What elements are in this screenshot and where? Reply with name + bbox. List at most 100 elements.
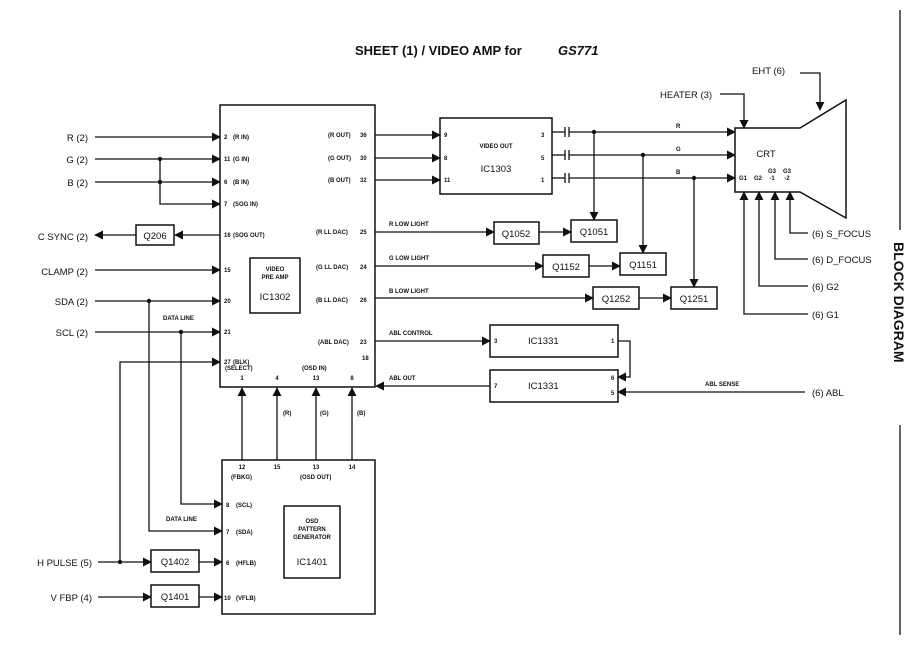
crt-pin-g3-1: G3 bbox=[768, 169, 777, 175]
crt-pin-g3-2: G3 bbox=[783, 169, 792, 175]
ic1302-pin11-label: (G IN) bbox=[233, 157, 249, 163]
ic1302-pin26: 26 bbox=[360, 298, 367, 304]
ic1302-pin16-label: (SOG OUT) bbox=[233, 233, 265, 239]
sheet-title: SHEET (1) / VIDEO AMP for bbox=[355, 43, 522, 58]
junction-r bbox=[591, 129, 597, 135]
ic1401-name: IC1401 bbox=[297, 557, 328, 568]
ic1302-inner-box bbox=[249, 257, 301, 314]
q1052-label: Q1052 bbox=[502, 229, 531, 240]
ic1401-pin10: 10 bbox=[224, 596, 231, 602]
bll-label: B LOW LIGHT bbox=[389, 289, 429, 295]
ic1331a-pin1: 1 bbox=[611, 339, 615, 345]
sfocus-label: (6) S_FOCUS bbox=[812, 229, 871, 240]
ic1303-pin11: 11 bbox=[444, 178, 451, 184]
ic1302-pin26-label: (B LL DAC) bbox=[316, 298, 348, 304]
ic1302-pin20: 20 bbox=[224, 299, 231, 305]
ic1303-box bbox=[439, 117, 553, 195]
ic1401-inner-box bbox=[283, 505, 341, 579]
ic1302-pin23-label: (ABL DAC) bbox=[318, 340, 349, 346]
wire-blk bbox=[119, 357, 221, 562]
signal-g-label: G bbox=[676, 147, 681, 153]
abl-out-label: ABL OUT bbox=[389, 376, 416, 382]
ic1302-pin25-label: (R LL DAC) bbox=[316, 230, 348, 236]
ic1401-fbkg-label: (FBKG) bbox=[231, 475, 252, 481]
ic1303-desc: VIDEO OUT bbox=[479, 144, 512, 150]
q1402-label: Q1402 bbox=[161, 557, 190, 568]
ic1331b-pin5: 5 bbox=[611, 391, 615, 397]
signal-r-label: R bbox=[676, 124, 681, 130]
junction-g bbox=[157, 156, 163, 162]
wire-sfocus bbox=[785, 191, 808, 234]
ic1302-pin21: 21 bbox=[224, 330, 231, 336]
ic1302-pin27-label: (BLK) bbox=[233, 360, 249, 366]
ic1331b-pin7: 7 bbox=[494, 384, 498, 390]
sda-label: SDA (2) bbox=[55, 297, 88, 308]
ic1302-name: IC1302 bbox=[260, 292, 291, 303]
crt-pin-g2: G2 bbox=[754, 176, 763, 182]
dfocus-label: (6) D_FOCUS bbox=[812, 255, 872, 266]
ic1303-pin8: 8 bbox=[444, 156, 448, 162]
ic1401-pin6: 6 bbox=[226, 561, 230, 567]
ic1302-pin15: 15 bbox=[224, 268, 231, 274]
scl-label: SCL (2) bbox=[56, 328, 88, 339]
wire-sog-in bbox=[159, 159, 221, 209]
wire-eht bbox=[800, 72, 825, 111]
eht-label: EHT (6) bbox=[752, 66, 785, 77]
ic1331b-name: IC1331 bbox=[528, 381, 559, 392]
ic1302-pin6: 6 bbox=[224, 180, 228, 186]
crt-pin-g3-2b: -2 bbox=[784, 176, 790, 182]
wire-sda-osd bbox=[148, 301, 223, 536]
ic1302-pin24-label: (G LL DAC) bbox=[316, 265, 348, 271]
ic1302-pin18: 18 bbox=[362, 356, 369, 362]
ic1401-pin8: 8 bbox=[226, 503, 230, 509]
q1051-label: Q1051 bbox=[580, 227, 609, 238]
gll-label: G LOW LIGHT bbox=[389, 256, 429, 262]
ic1302-pin25: 25 bbox=[360, 230, 367, 236]
csync-label: C SYNC (2) bbox=[38, 232, 88, 243]
crt-tube bbox=[734, 98, 847, 220]
ic1303-pin1: 1 bbox=[541, 178, 545, 184]
ic1401-pin8-label: (SCL) bbox=[236, 503, 252, 509]
ic1401-desc3: GENERATOR bbox=[293, 535, 331, 541]
block-diagram-label: BLOCK DIAGRAM bbox=[891, 242, 907, 363]
model-number: GS771 bbox=[558, 43, 598, 58]
ic1331b-pin6: 6 bbox=[611, 376, 615, 382]
ic1303-name: IC1303 bbox=[481, 164, 512, 175]
ic1302-pin2: 2 bbox=[224, 135, 228, 141]
hpulse-label: H PULSE (5) bbox=[37, 558, 92, 569]
q1401-label: Q1401 bbox=[161, 592, 190, 603]
ic1302-pin8: 8 bbox=[350, 376, 354, 382]
osd-b-label: (B) bbox=[357, 411, 365, 417]
ic1303-pin3: 3 bbox=[541, 133, 545, 139]
wire-scl-osd bbox=[180, 332, 223, 509]
ic1302-pin27: 27 bbox=[224, 360, 231, 366]
junction-b-out bbox=[691, 175, 697, 181]
junction-g-out bbox=[640, 152, 646, 158]
ic1302-pin23: 23 bbox=[360, 340, 367, 346]
ic1302-pin13: 13 bbox=[313, 376, 320, 382]
signal-b-label: B bbox=[676, 170, 681, 176]
ic1302-pin6-label: (B IN) bbox=[233, 180, 249, 186]
q206-label: Q206 bbox=[143, 231, 166, 242]
ic1302-pin1: 1 bbox=[240, 376, 244, 382]
ic1302-osdin-label: (OSD IN) bbox=[302, 366, 327, 372]
ic1401-pin12: 12 bbox=[239, 465, 246, 471]
ic1401-pin7-label: (SDA) bbox=[236, 530, 253, 536]
osd-g-label: (G) bbox=[320, 411, 329, 417]
ic1331a-pin3: 3 bbox=[494, 339, 498, 345]
crt-pin-g3-1b: -1 bbox=[769, 176, 775, 182]
ic1302-pin11: 11 bbox=[224, 157, 231, 163]
heater-label: HEATER (3) bbox=[660, 90, 712, 101]
ic1401-desc1: OSD bbox=[305, 519, 319, 525]
g2-label: (6) G2 bbox=[812, 282, 839, 293]
ic1302-pin4: 4 bbox=[275, 376, 279, 382]
q1151-label: Q1151 bbox=[629, 260, 657, 271]
ic1302-pin2-label: (R IN) bbox=[233, 135, 249, 141]
ic1401-pin7: 7 bbox=[226, 530, 230, 536]
osd-r-label: (R) bbox=[283, 411, 291, 417]
crt-label: CRT bbox=[756, 149, 776, 160]
ic1302-pin32: 32 bbox=[360, 178, 367, 184]
ic1302-pin16: 16 bbox=[224, 233, 231, 239]
ic1401-pin10-label: (VFLB) bbox=[236, 596, 256, 602]
